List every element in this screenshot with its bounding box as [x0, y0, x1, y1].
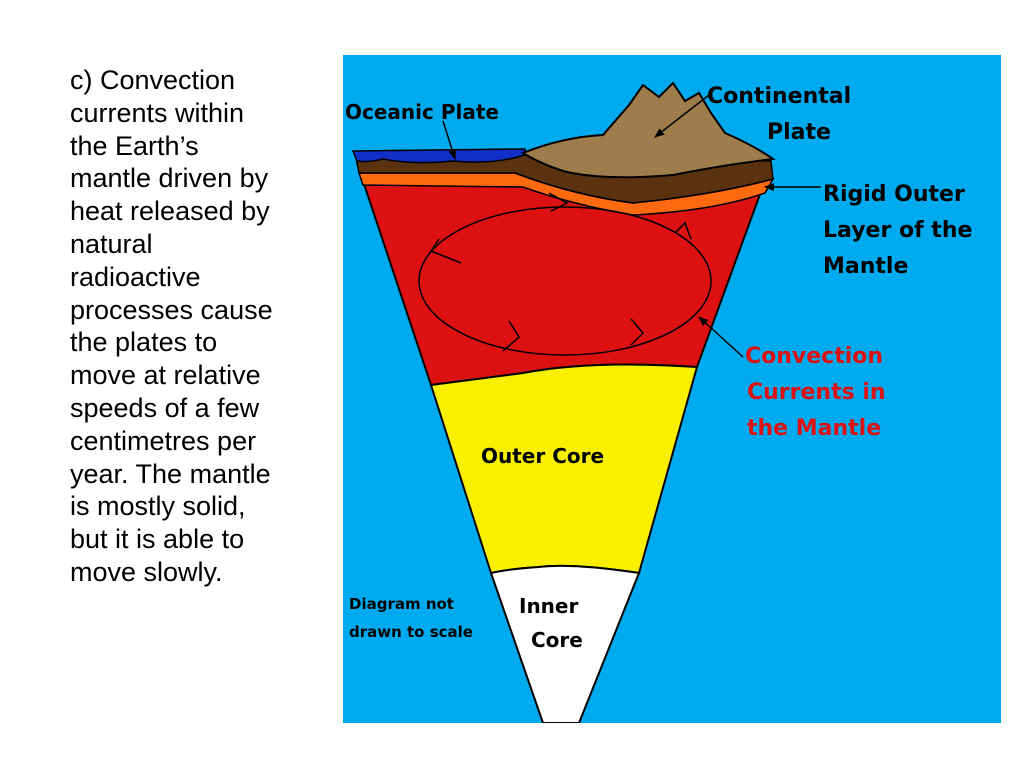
continental-plate-pointer — [654, 94, 710, 138]
body-text-line: heat released by — [70, 196, 270, 227]
body-text-line: processes cause — [70, 294, 273, 325]
convection-currents-label-line1: Convection — [745, 344, 883, 369]
convection-current-loop — [418, 206, 712, 356]
body-text-line: move at relative — [70, 360, 261, 391]
continental-plate-label-line1: Continental — [707, 84, 851, 109]
body-text-line: year. The mantle — [70, 458, 271, 489]
convection-arrow-tick — [429, 238, 462, 264]
scale-note-line2: drawn to scale — [349, 623, 473, 641]
body-text-line: c) Convection — [70, 65, 236, 95]
convection-arrow-tick — [630, 318, 645, 346]
continental-plate-label-line2: Plate — [767, 120, 831, 145]
scale-note-line1: Diagram not — [349, 595, 454, 613]
convection-currents-label-line2: Currents in — [747, 380, 886, 405]
oceanic-plate-pointer — [442, 120, 457, 160]
slide-body-text: c) Convection currents within the Earth’… — [70, 64, 332, 589]
convection-arrow-tick — [548, 192, 569, 212]
rigid-outer-layer-label-line2: Layer of the — [823, 218, 972, 243]
body-text-line: the Earth’s — [70, 130, 199, 161]
outer-core-label: Outer Core — [481, 444, 604, 468]
body-text-line: radioactive — [70, 261, 201, 292]
convection-arrow-tick — [674, 221, 692, 240]
body-text-line: speeds of a few — [70, 392, 260, 423]
continental-plate-mountain — [520, 81, 776, 179]
convection-arrow-tick — [502, 320, 520, 352]
body-text-line: but it is able to — [70, 524, 245, 555]
oceanic-plate — [351, 148, 526, 164]
inner-core-label-line2: Core — [531, 628, 583, 652]
body-text-line: centimetres per — [70, 425, 257, 456]
body-text-line: currents within — [70, 97, 245, 128]
body-text-line: the plates to — [70, 327, 218, 358]
earth-structure-diagram: Oceanic Plate Continental Plate Rigid Ou… — [343, 55, 1001, 723]
body-text-line: natural — [70, 228, 153, 259]
body-text-line: mantle driven by — [70, 163, 269, 194]
rigid-outer-layer-label-line3: Mantle — [823, 254, 908, 279]
body-text-line: move slowly. — [70, 556, 223, 587]
inner-core-label-line1: Inner — [519, 594, 578, 618]
convection-currents-label-line3: the Mantle — [747, 416, 881, 441]
rigid-outer-layer-label-line1: Rigid Outer — [823, 182, 965, 207]
convection-currents-pointer — [698, 316, 744, 358]
body-text-line: is mostly solid, — [70, 491, 246, 522]
oceanic-plate-label: Oceanic Plate — [345, 100, 499, 124]
inner-core-region — [489, 564, 641, 723]
